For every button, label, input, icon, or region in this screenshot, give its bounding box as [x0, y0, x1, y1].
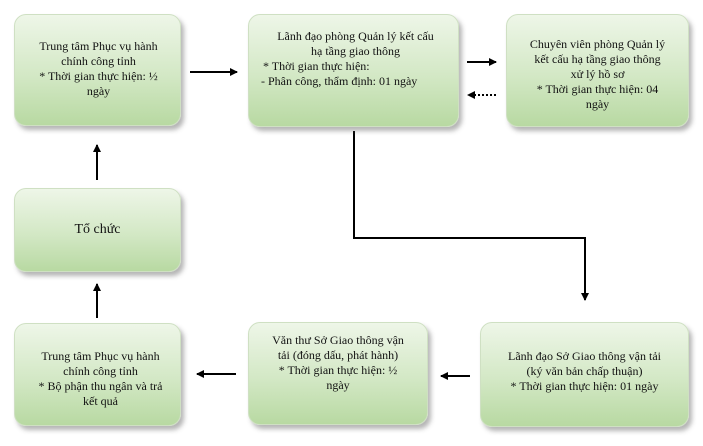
box-line: Văn thư Sở Giao thông vận	[272, 333, 404, 347]
box-line: hạ tầng giao thông	[311, 44, 400, 58]
box-transport-dept-leader: Lãnh đạo Sở Giao thông vận tải (ký văn b…	[480, 322, 689, 427]
box-line: (ký văn bản chấp thuận)	[526, 364, 643, 378]
box-line: tải (đóng dấu, phát hành)	[277, 348, 399, 362]
box-line: chính công tỉnh	[61, 54, 136, 68]
box-line: ngày	[326, 378, 350, 392]
arrow-b2-to-b7	[353, 131, 589, 301]
box-line: Lãnh đạo Sở Giao thông vận tải	[508, 349, 661, 363]
box-line: * Thời gian thực hiện: 01 ngày	[510, 379, 659, 393]
box-clerical-office: Văn thư Sở Giao thông vận tải (đóng dấu,…	[248, 322, 428, 425]
box-provincial-service-center-receive: Trung tâm Phục vụ hành chính công tỉnh *…	[14, 14, 181, 126]
box-line: Tổ chức	[74, 222, 121, 237]
box-infrastructure-specialist: Chuyên viên phòng Quản lý kết cấu hạ tần…	[506, 14, 689, 127]
box-line: kết cấu hạ tầng giao thông	[534, 52, 661, 66]
box-provincial-service-center-return: Trung tâm Phục vụ hành chính công tỉnh *…	[14, 323, 181, 426]
box-organization: Tổ chức	[14, 188, 181, 272]
box-line: * Thời gian thực hiện: 04	[536, 82, 659, 96]
box-line: Lãnh đạo phòng Quản lý kết cấu	[277, 29, 434, 43]
box-line: xử lý hồ sơ	[570, 67, 625, 81]
box-line: Chuyên viên phòng Quản lý	[529, 37, 666, 51]
box-line: chính công tỉnh	[63, 364, 138, 378]
box-line: * Thời gian thực hiện:	[263, 59, 370, 73]
box-line: ngày	[86, 84, 111, 98]
box-line: Trung tâm Phục vụ hành	[39, 39, 158, 53]
box-line: * Thời gian thực hiện: ½	[39, 69, 158, 83]
box-line: - Phân công, thẩm định: 01 ngày	[261, 74, 418, 88]
box-infrastructure-dept-leader: Lãnh đạo phòng Quản lý kết cấu hạ tầng g…	[248, 14, 459, 127]
box-line: kết quả	[83, 394, 118, 408]
box-line: Trung tâm Phục vụ hành	[41, 349, 160, 363]
box-line: * Bộ phận thu ngân và trả	[38, 379, 163, 393]
box-line: ngày	[585, 97, 610, 111]
box-line: * Thời gian thực hiện: ½	[278, 363, 398, 377]
